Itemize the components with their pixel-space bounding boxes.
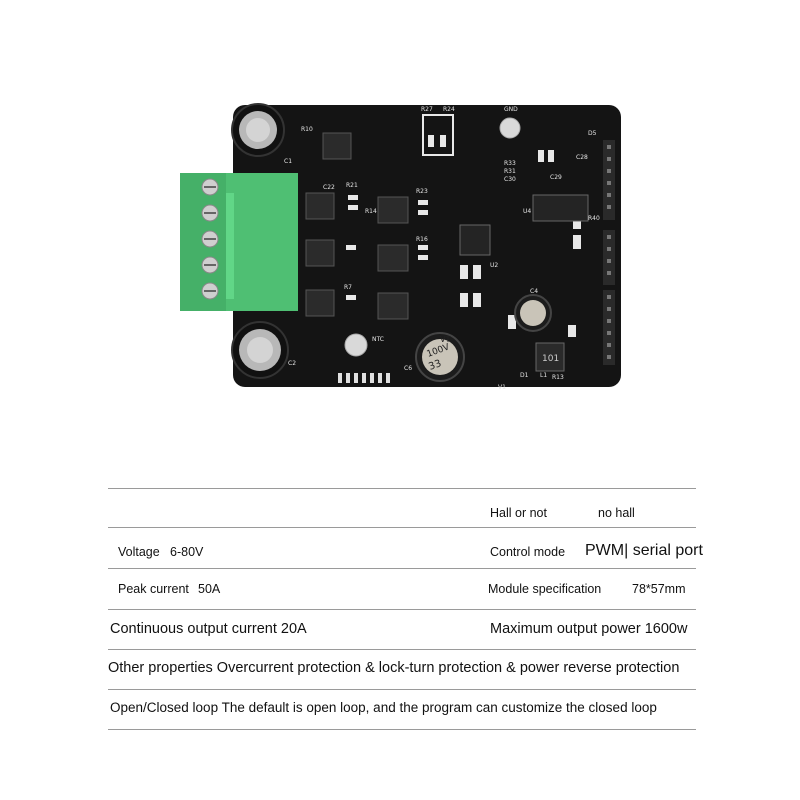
label-r27: R27	[421, 106, 433, 113]
label-u2: U2	[490, 262, 498, 269]
ic-u2	[459, 224, 491, 256]
voltage-label: Voltage	[118, 545, 160, 559]
label-ntc: NTC	[372, 336, 384, 343]
label-c28: C28	[576, 154, 588, 161]
open-closed-loop: Open/Closed loop The default is open loo…	[110, 700, 657, 715]
inductor-l1: 101	[535, 342, 565, 372]
label-r33: R33	[504, 160, 516, 167]
label-r10: R10	[301, 126, 313, 133]
label-c22: C22	[323, 184, 335, 191]
cap-c6-value2: 33	[427, 358, 443, 373]
hall-label: Hall or not	[490, 506, 547, 520]
label-r7: R7	[344, 284, 352, 291]
label-d5: D5	[588, 130, 597, 137]
label-r16: R16	[416, 236, 428, 243]
label-c1: C1	[284, 158, 292, 165]
table-rule	[108, 649, 696, 650]
table-rule	[108, 609, 696, 610]
label-r24: R24	[443, 106, 455, 113]
mosfet-array	[305, 132, 409, 320]
label-cap-vt: VT	[440, 335, 450, 344]
screw-terminal-block	[180, 173, 298, 311]
control-mode-label: Control mode	[490, 545, 566, 559]
label-c29: C29	[550, 174, 562, 181]
capacitor-c4	[514, 294, 552, 332]
table-rule	[108, 568, 696, 569]
label-l1: L1	[540, 372, 547, 379]
other-properties: Other properties Overcurrent protection …	[108, 660, 680, 676]
capacitor-c2	[231, 321, 289, 379]
hall-value: no hall	[598, 506, 635, 520]
mount-hole-top	[499, 117, 521, 139]
label-v1: V1	[498, 384, 506, 391]
label-r23: R23	[416, 188, 428, 195]
label-r31: R31	[504, 168, 516, 175]
pin-header-right	[603, 140, 615, 365]
label-c4: C4	[530, 288, 538, 295]
capacitor-c6: 100V 33	[415, 332, 465, 382]
label-r21: R21	[346, 182, 358, 189]
peak-current-label: Peak current	[118, 582, 189, 596]
control-mode-value: PWM| serial port	[585, 542, 703, 559]
label-r14: R14	[365, 208, 377, 215]
table-rule	[108, 729, 696, 730]
smd-components	[346, 114, 581, 337]
voltage-value: 6-80V	[170, 545, 204, 559]
module-spec-value: 78*57mm	[632, 582, 686, 596]
mount-hole-bottom	[344, 333, 368, 357]
label-c2: C2	[288, 360, 296, 367]
inductor-value: 101	[542, 354, 559, 364]
label-u4: U4	[523, 208, 531, 215]
table-rule	[108, 488, 696, 489]
motor-driver-board-photo: 100V 33 101 GND R27 R24 R10 R21 R23 R14 …	[178, 95, 623, 395]
label-gnd: GND	[504, 106, 518, 113]
capacitor-c1	[231, 103, 285, 157]
peak-current-value: 50A	[198, 582, 221, 596]
continuous-current: Continuous output current 20A	[110, 621, 307, 637]
label-r40: R40	[588, 215, 600, 222]
label-r13: R13	[552, 374, 564, 381]
label-c30: C30	[504, 176, 516, 183]
max-output-power: Maximum output power 1600w	[490, 621, 688, 637]
module-spec-label: Module specification	[488, 582, 602, 596]
label-c6: C6	[404, 365, 412, 372]
table-rule	[108, 689, 696, 690]
ic-u4	[532, 194, 589, 222]
table-rule	[108, 527, 696, 528]
label-d1: D1	[520, 372, 529, 379]
